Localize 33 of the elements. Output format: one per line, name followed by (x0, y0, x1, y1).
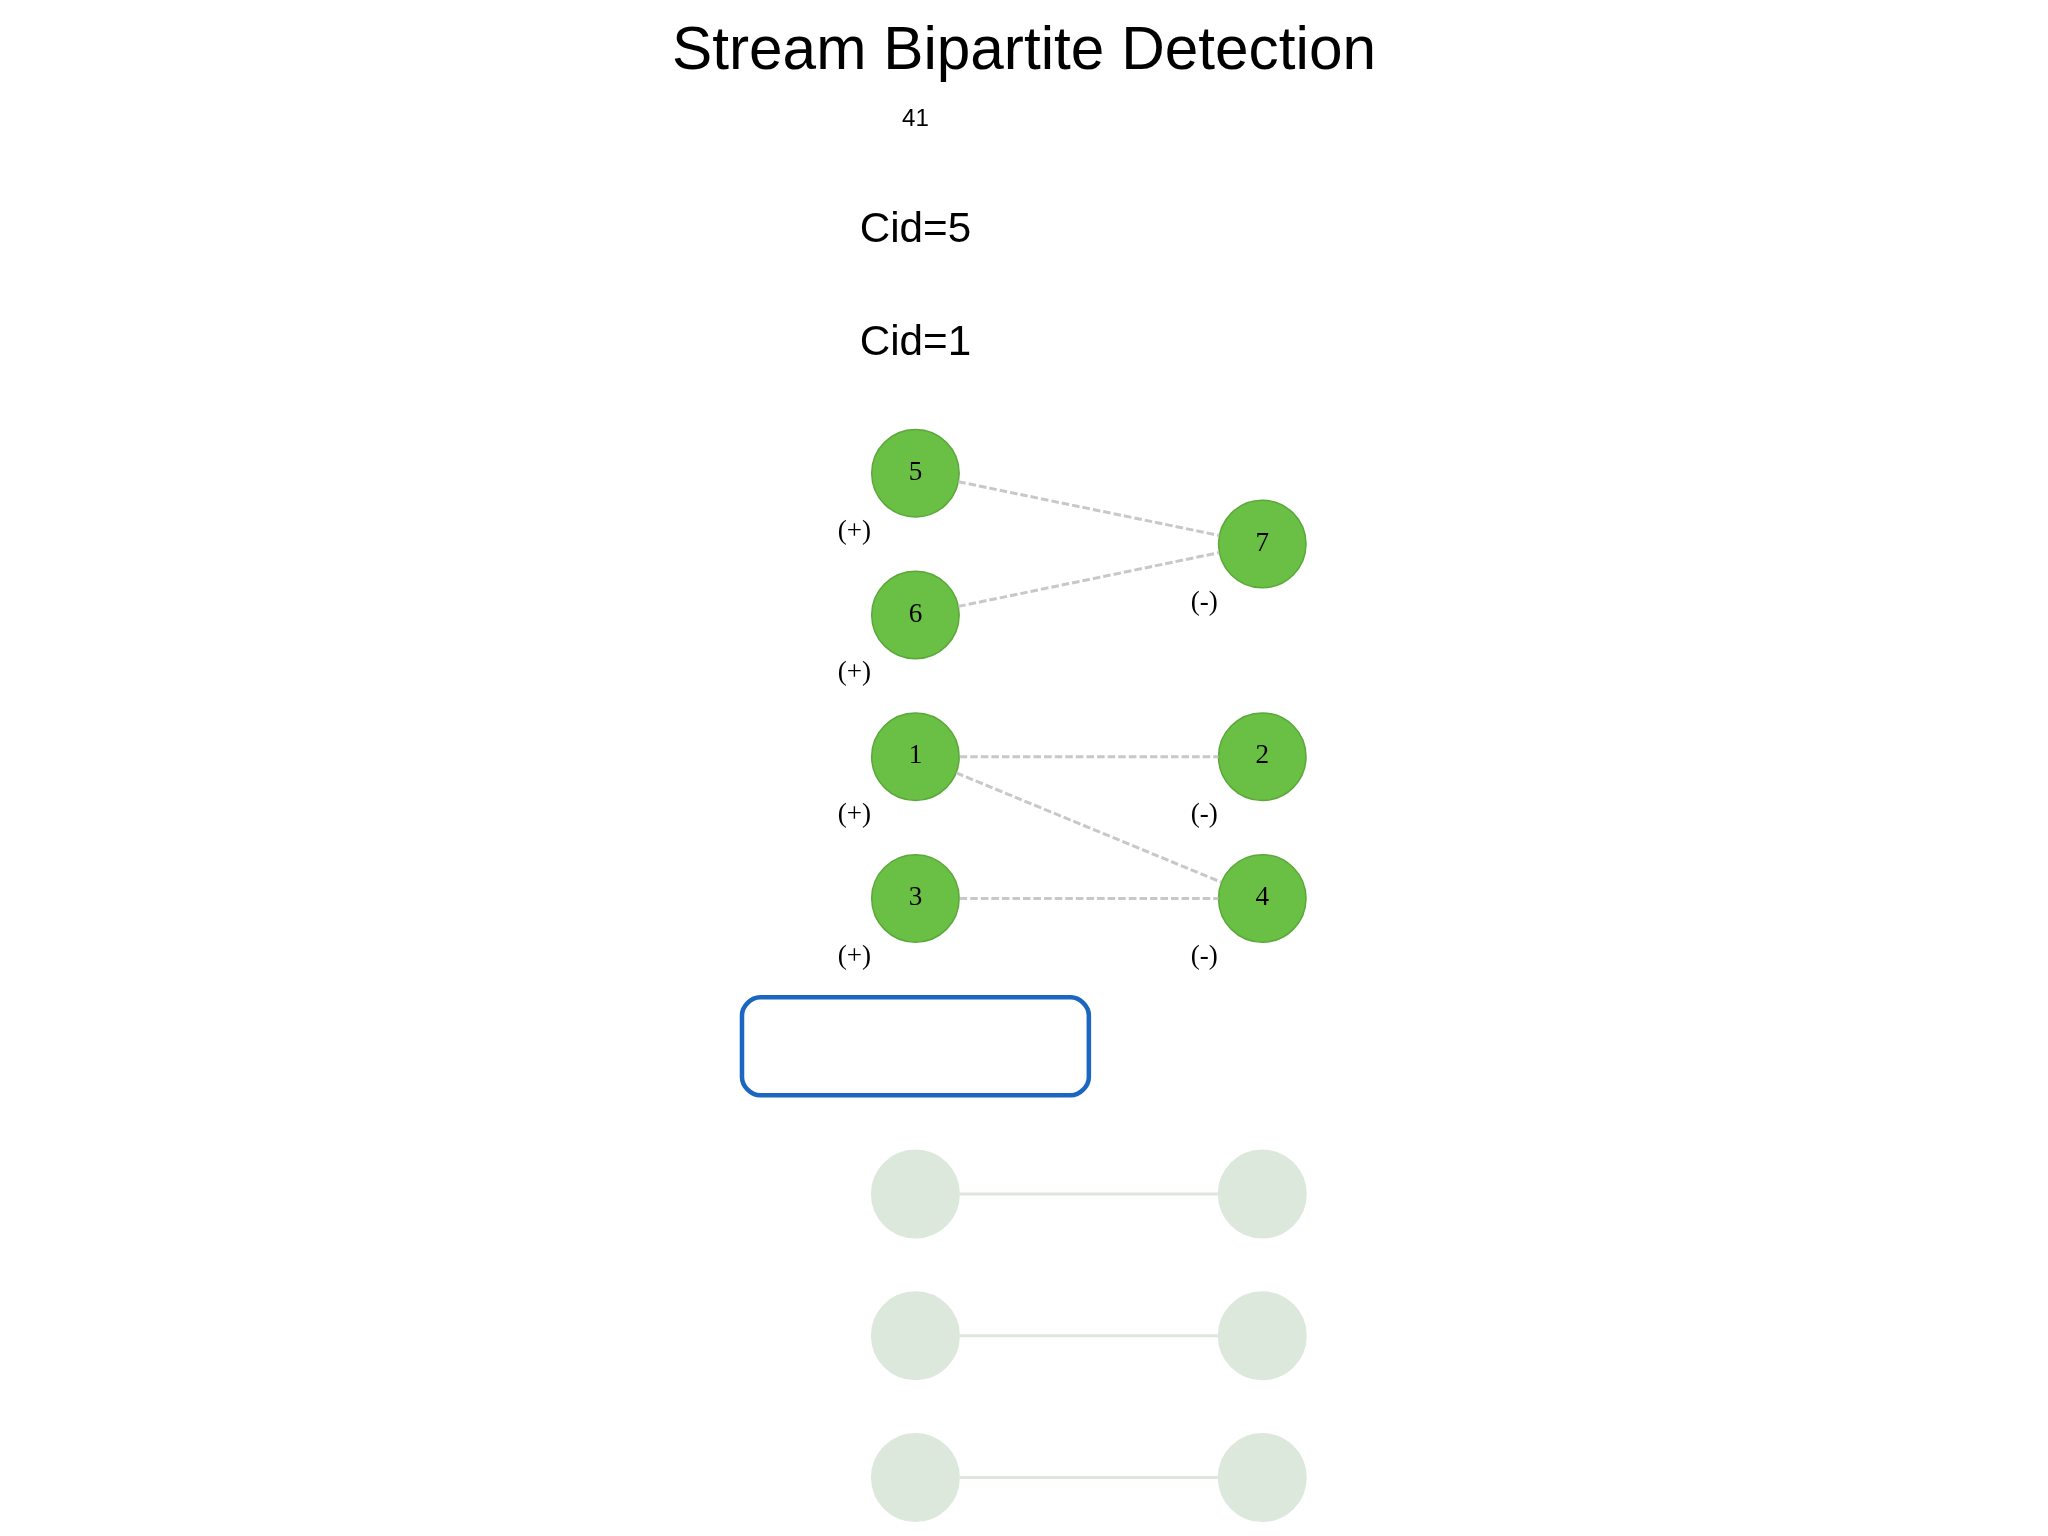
node-circle (1217, 1291, 1307, 1381)
node-circle (870, 1291, 960, 1381)
label: Cid=5 (859, 204, 972, 252)
node-circle (1217, 1149, 1307, 1239)
node-circle: 6 (870, 570, 960, 660)
connector (959, 1334, 1219, 1338)
node-circle: 2 (1217, 712, 1307, 802)
node-label: (+) (837, 514, 872, 545)
connector (959, 755, 1219, 759)
node-circle: 7 (1217, 499, 1307, 589)
node-label: (-) (1190, 585, 1218, 616)
node-circle (1217, 1433, 1307, 1523)
connector (959, 896, 1219, 900)
node-circle (870, 1433, 960, 1523)
connector (959, 1476, 1219, 1480)
connector (958, 480, 1220, 537)
node-label: (+) (837, 656, 872, 687)
node-label: (+) (837, 939, 872, 970)
node-circle: 4 (1217, 853, 1307, 943)
node-label: (-) (1190, 939, 1218, 970)
node-label: (+) (837, 798, 872, 829)
node-box (739, 994, 1092, 1098)
node-circle: 1 (870, 712, 960, 802)
connector (958, 551, 1220, 608)
node-circle (870, 1149, 960, 1239)
label: 41 (902, 104, 929, 132)
node-circle: 3 (870, 853, 960, 943)
label: Cid=1 (859, 317, 972, 365)
node-circle: 5 (870, 428, 960, 518)
node-label: (-) (1190, 798, 1218, 829)
connector (955, 771, 1222, 884)
diagram-title: Stream Bipartite Detection (672, 14, 1376, 83)
connector (959, 1192, 1219, 1196)
